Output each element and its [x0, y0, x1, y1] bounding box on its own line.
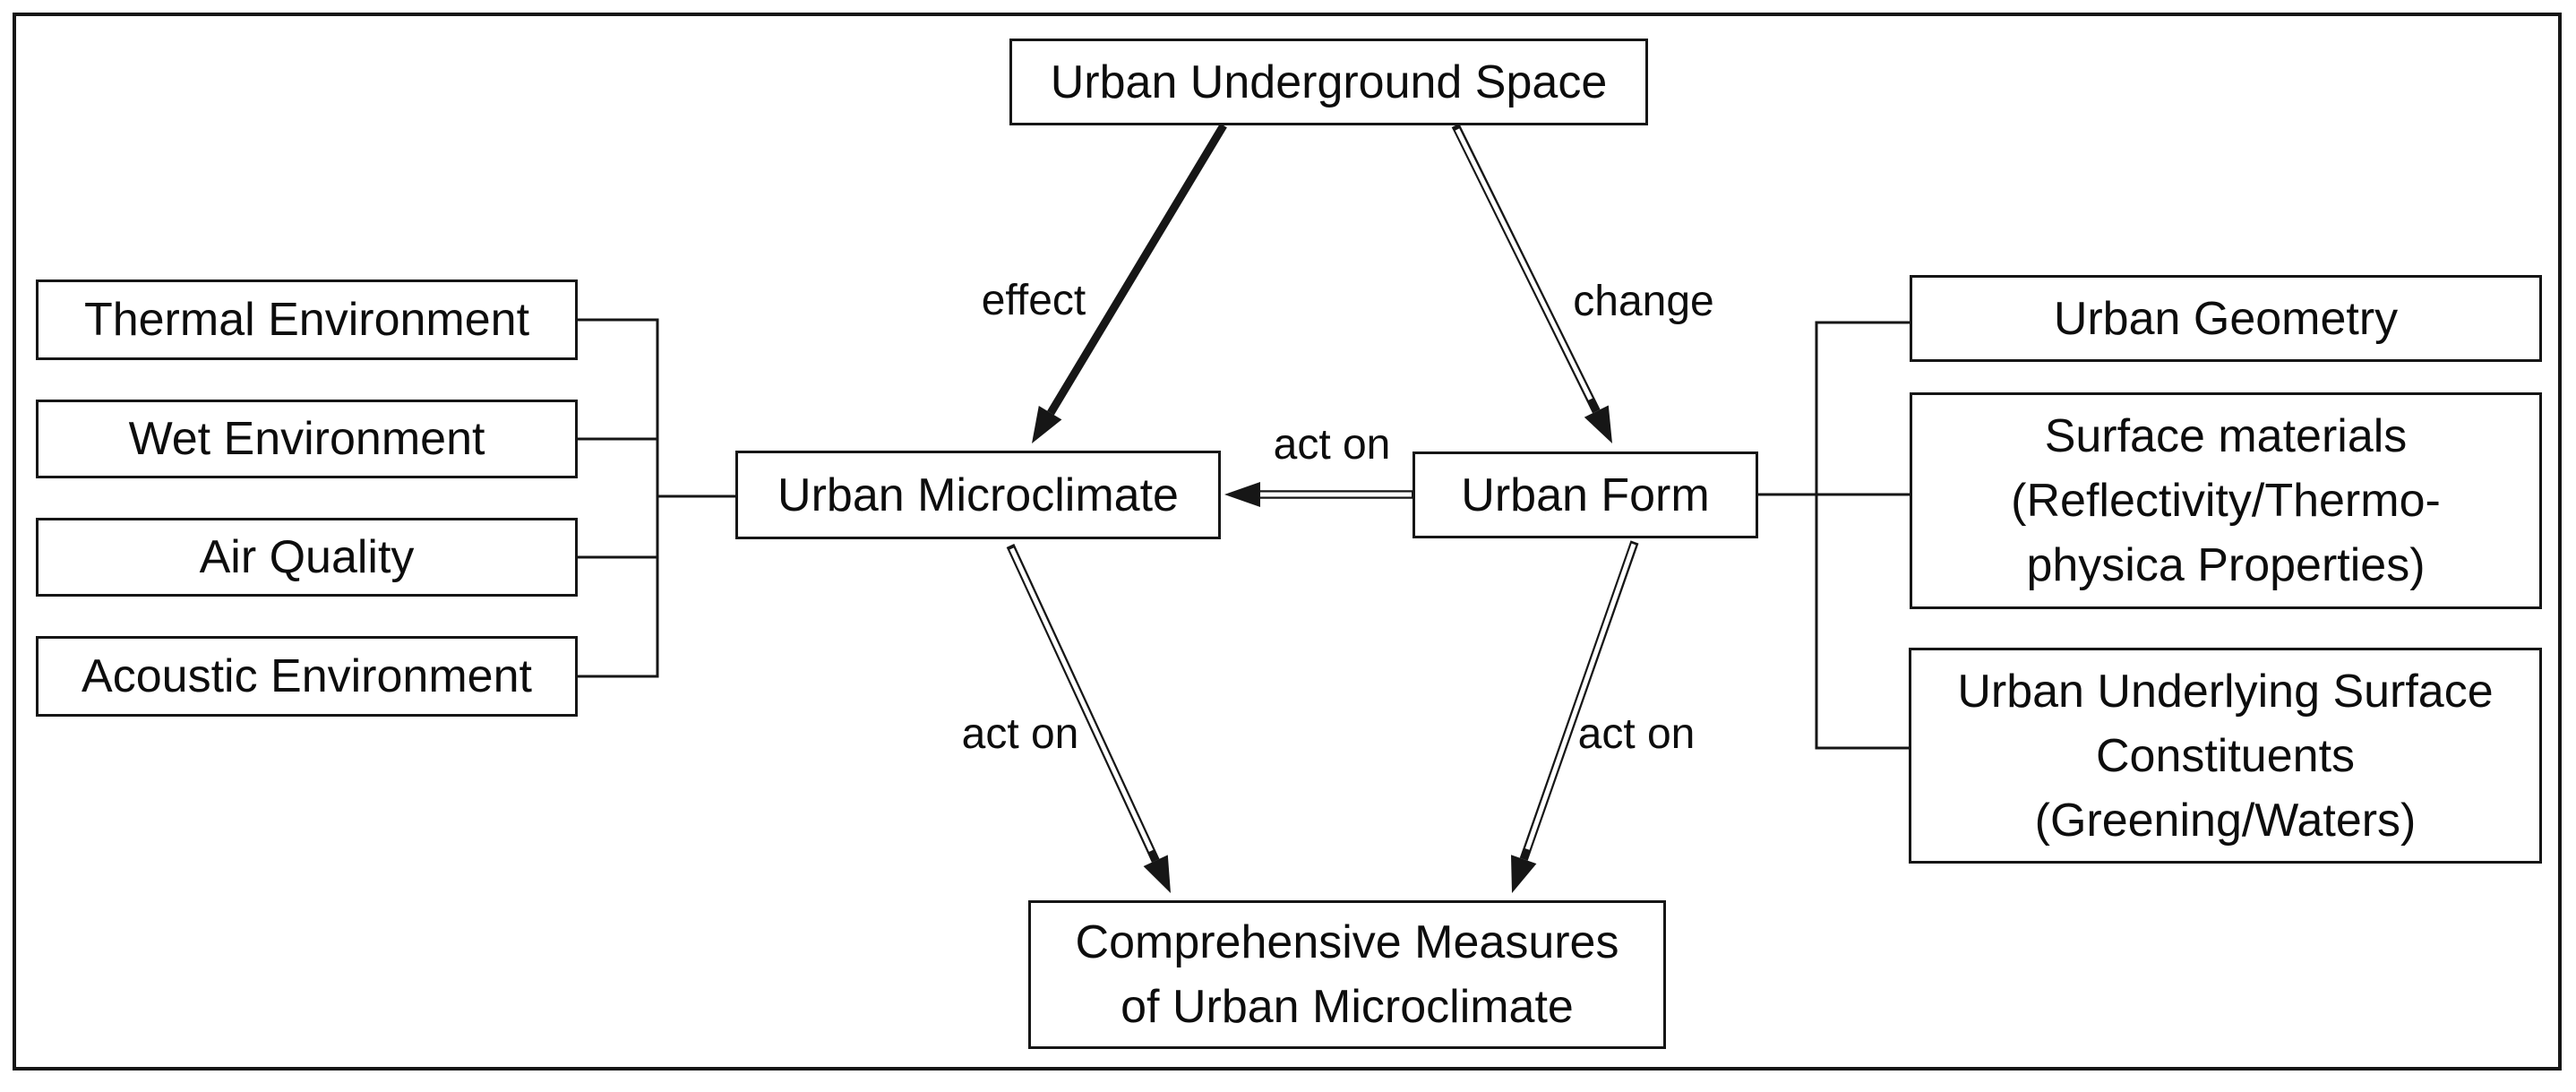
node-acoustic-environment: Acoustic Environment — [36, 636, 578, 717]
node-surface-materials: Surface materials (Reflectivity/Thermo- … — [1910, 392, 2542, 609]
node-urban-underground-space: Urban Underground Space — [1009, 39, 1648, 125]
edge-label-effect: effect — [981, 277, 1086, 324]
edge-label-act-on-left: act on — [961, 710, 1079, 758]
edge-label-act-on-right: act on — [1577, 710, 1696, 758]
node-urban-form: Urban Form — [1413, 451, 1758, 538]
node-thermal-environment: Thermal Environment — [36, 279, 578, 360]
node-urban-microclimate: Urban Microclimate — [735, 451, 1221, 539]
node-label: Air Quality — [199, 531, 415, 583]
node-label: Urban Microclimate — [777, 469, 1179, 521]
node-label: Acoustic Environment — [82, 650, 532, 702]
node-label: Urban Form — [1461, 469, 1710, 521]
node-label: Urban Geometry — [2053, 292, 2399, 345]
right-bracket-connector — [1758, 321, 1910, 750]
node-label: Wet Environment — [128, 413, 485, 465]
act-on-right-arrow — [1511, 540, 1639, 893]
effect-arrow — [1032, 123, 1227, 443]
node-urban-underlying-surface: Urban Underlying Surface Constituents (G… — [1909, 648, 2542, 864]
change-arrow — [1451, 123, 1612, 443]
edge-label-change: change — [1573, 278, 1714, 325]
act-on-mid-arrow — [1224, 482, 1413, 507]
node-label: Urban Underground Space — [1050, 56, 1608, 108]
edge-label-act-on-mid: act on — [1273, 421, 1391, 469]
node-wet-environment: Wet Environment — [36, 400, 578, 478]
node-label: Comprehensive Measures of Urban Microcli… — [1075, 916, 1619, 1033]
act-on-left-arrow — [1006, 544, 1171, 893]
node-label: Thermal Environment — [83, 294, 530, 346]
node-comprehensive-measures: Comprehensive Measures of Urban Microcli… — [1028, 900, 1666, 1049]
node-urban-geometry: Urban Geometry — [1910, 275, 2542, 362]
node-label: Urban Underlying Surface Constituents (G… — [1957, 665, 2494, 847]
node-label: Surface materials (Reflectivity/Thermo- … — [2011, 410, 2441, 591]
left-bracket-connector — [578, 318, 735, 678]
node-air-quality: Air Quality — [36, 518, 578, 597]
